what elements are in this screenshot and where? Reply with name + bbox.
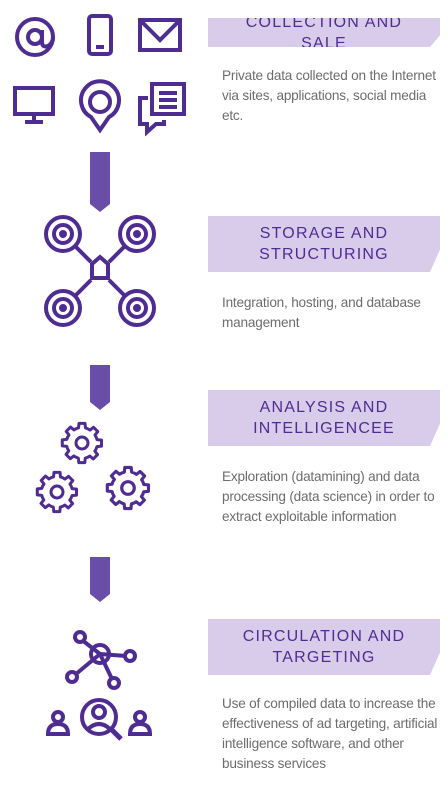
- stage-label-analysis: ANALYSIS AND INTELLIGENCEE: [208, 390, 440, 446]
- flow-connector-tip: [90, 204, 110, 212]
- molecule-network-icon: [65, 630, 137, 690]
- flow-connector: [90, 365, 110, 402]
- flow-diagram: [13, 14, 186, 741]
- network-hub-icon: [44, 215, 156, 327]
- monitor-icon: [13, 86, 55, 124]
- smartphone-icon: [87, 14, 113, 56]
- stage-label-storage: STORAGE AND STRUCTURING: [208, 216, 440, 272]
- stage-description-collection: Private data collected on the Internet v…: [222, 68, 436, 123]
- stage-label-collection: COLLECTION AND SALE: [208, 18, 440, 47]
- gears-icon: [35, 421, 151, 514]
- stage-description-storage: Integration, hosting, and database manag…: [222, 295, 421, 330]
- icon-column: [0, 0, 200, 790]
- envelope-icon: [138, 18, 182, 52]
- stage-label-circulation: CIRCULATION AND TARGETING: [208, 619, 440, 675]
- flow-connector-tip: [90, 402, 110, 410]
- user-search-icon: [45, 698, 153, 741]
- flow-connector: [90, 152, 110, 204]
- at-icon: [15, 17, 55, 57]
- stage-description-circulation: Use of compiled data to increase the eff…: [222, 696, 438, 771]
- stage-description-analysis: Exploration (datamining) and data proces…: [222, 469, 435, 524]
- flow-connector-tip: [90, 594, 110, 602]
- flow-connector: [90, 557, 110, 594]
- chat-bubbles-icon: [138, 82, 186, 137]
- location-pin-icon: [79, 79, 121, 134]
